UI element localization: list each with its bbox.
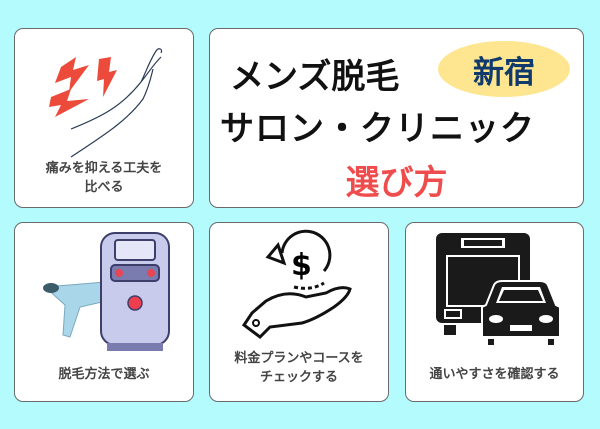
- hand-money-icon: $: [241, 229, 352, 339]
- card-caption: 通いやすさを確認する: [429, 367, 560, 382]
- card-caption: 脱毛方法で選ぶ: [58, 367, 150, 382]
- card-access[interactable]: 通いやすさを確認する: [405, 222, 584, 402]
- arm-pain-icon: [49, 48, 163, 158]
- caption-line: チェックする: [259, 370, 338, 385]
- title-card: メンズ脱毛 新宿 サロン・クリニック 選び方: [209, 28, 584, 208]
- bus-car-icon: [436, 233, 561, 345]
- card-caption: 痛みを抑える工夫を 比べる: [15, 159, 193, 197]
- card-price[interactable]: $ 料金プランやコースを チェックする: [209, 222, 389, 402]
- laser-machine-icon: [43, 232, 170, 351]
- area-badge-label: 新宿: [473, 54, 535, 91]
- title-line-2: サロン・クリニック: [220, 109, 535, 149]
- caption-line: 痛みを抑える工夫を: [45, 161, 163, 176]
- card-method[interactable]: 脱毛方法で選ぶ: [14, 222, 194, 402]
- caption-line: 比べる: [84, 180, 124, 195]
- card-pain[interactable]: 痛みを抑える工夫を 比べる: [14, 28, 194, 208]
- svg-text:$: $: [291, 248, 312, 283]
- title-line-1: メンズ脱毛: [230, 57, 400, 97]
- area-badge: 新宿: [438, 41, 570, 97]
- title-line-3: 選び方: [345, 163, 448, 203]
- card-caption: 料金プランやコースを チェックする: [210, 349, 388, 387]
- caption-line: 料金プランやコースを: [234, 351, 364, 366]
